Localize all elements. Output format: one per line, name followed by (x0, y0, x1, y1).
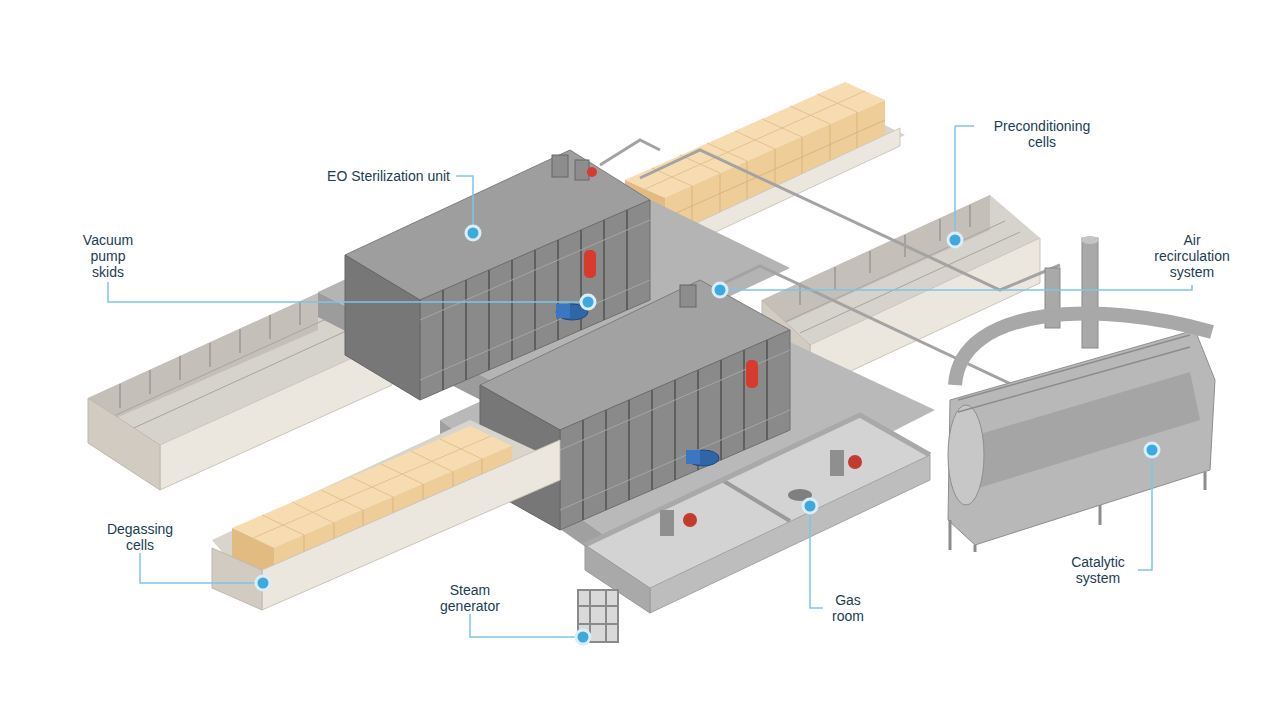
gas-room (660, 510, 674, 536)
callout-dot (256, 226, 1159, 644)
back-degassing-cell (665, 112, 885, 226)
leader-line (470, 614, 583, 637)
callout-label: Preconditioning cells (982, 118, 1102, 150)
sterilization-unit (575, 160, 589, 180)
leader-line (108, 282, 588, 302)
gas-room (830, 450, 844, 476)
leader-line (720, 285, 1192, 290)
gas-room (683, 513, 697, 527)
sterilization-unit (552, 155, 568, 177)
left-degassing-cell (120, 301, 300, 408)
callout-label: Gas room (826, 592, 870, 624)
leader-line (140, 553, 263, 583)
catalytic-system (948, 330, 1215, 545)
catalytic-system (948, 236, 1215, 552)
sterilization-unit (556, 304, 570, 318)
catalytic-system (948, 405, 984, 505)
left-degassing-cell (88, 398, 160, 490)
callout-label: Degassing cells (98, 521, 182, 553)
catalytic-system (950, 472, 1205, 552)
pipe (600, 140, 1060, 400)
preconditioning-cells (810, 238, 1040, 390)
sterilization-unit (687, 450, 719, 466)
back-degassing-cell (665, 100, 885, 238)
sterilization-unit (686, 450, 700, 464)
callout-dot (1145, 443, 1159, 457)
sterilization-unit (680, 285, 696, 307)
callout-label: Air recirculation system (1147, 232, 1237, 280)
leader-line (1138, 450, 1152, 570)
gas-room (650, 455, 930, 613)
leader-line (456, 176, 473, 233)
callout-dot (713, 283, 727, 297)
callout-dot (948, 233, 962, 247)
callout-label: EO Sterilization unit (300, 168, 450, 184)
callout-dot (466, 226, 480, 240)
catalytic-system (955, 314, 1212, 385)
leader-line (810, 506, 823, 608)
front-degassing-cell (212, 420, 560, 610)
gas-room (585, 415, 930, 613)
sterilization-unit (746, 360, 758, 388)
catalytic-system (1081, 236, 1099, 244)
callout-dot (256, 576, 270, 590)
callout-label: Steam generator (430, 582, 510, 614)
leader-line (108, 126, 1192, 637)
callout-dot (803, 499, 817, 513)
catalytic-system (1082, 238, 1098, 348)
sterilization-unit (587, 167, 597, 177)
sterilization-unit (584, 250, 596, 278)
callout-label: Vacuum pump skids (76, 232, 140, 280)
gas-room (722, 480, 790, 521)
pipe (600, 140, 660, 165)
callout-label: Catalytic system (1061, 554, 1135, 586)
leader-line (955, 126, 974, 240)
front-degassing-cell (212, 548, 262, 610)
sterilization-unit (345, 255, 420, 400)
pipe (640, 150, 1060, 290)
callout-dot (581, 295, 595, 309)
gas-room (848, 455, 862, 469)
front-degassing-cell (262, 440, 560, 610)
callout-dot (576, 630, 590, 644)
catalytic-system (958, 335, 1190, 412)
